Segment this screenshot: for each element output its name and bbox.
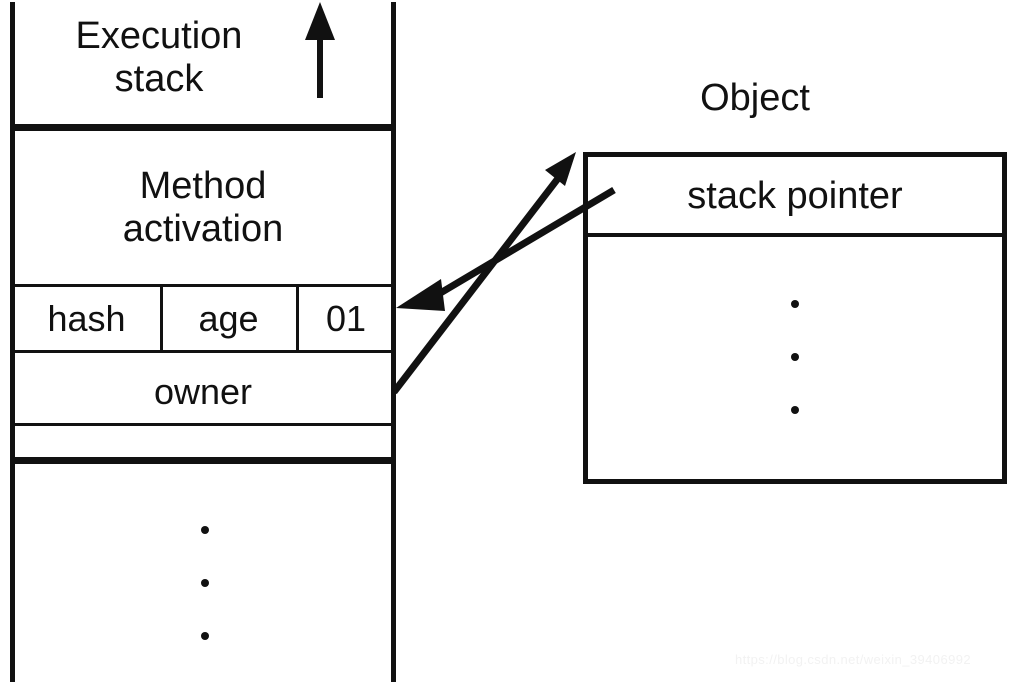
stack-continuation-dots xyxy=(200,526,210,640)
stack-cell-flag: 01 xyxy=(325,297,367,339)
stack-divider-above-header-word xyxy=(10,284,396,287)
dot xyxy=(791,353,799,361)
stack-divider-below-owner xyxy=(10,423,396,426)
stack-cell-hash: hash xyxy=(47,297,126,339)
dot xyxy=(791,300,799,308)
stack-cell-owner: owner xyxy=(153,370,253,412)
object-box xyxy=(583,152,1007,484)
dot xyxy=(201,632,209,640)
dot xyxy=(791,406,799,414)
method-activation-label: Method activation xyxy=(122,164,284,250)
object-cell-stack-pointer: stack pointer xyxy=(687,174,903,217)
object-row-divider xyxy=(583,233,1007,237)
stack-divider-below-header-word xyxy=(10,350,396,353)
stack-divider-below-blank-row xyxy=(10,457,396,464)
dot xyxy=(201,526,209,534)
object-continuation-dots xyxy=(790,300,800,414)
execution-stack-title: Execution stack xyxy=(75,15,243,100)
owner-to-object-arrow xyxy=(391,152,576,395)
dot xyxy=(201,579,209,587)
stack-cell-divider-hash-age xyxy=(160,286,163,351)
object-title: Object xyxy=(700,76,810,119)
stack-cell-divider-age-flag xyxy=(296,286,299,351)
stack-pointer-to-flag-arrow xyxy=(396,186,616,311)
stack-cell-age: age xyxy=(198,297,259,339)
stack-divider-below-title xyxy=(10,124,396,131)
watermark: https://blog.csdn.net/weixin_39406992 xyxy=(735,652,971,667)
